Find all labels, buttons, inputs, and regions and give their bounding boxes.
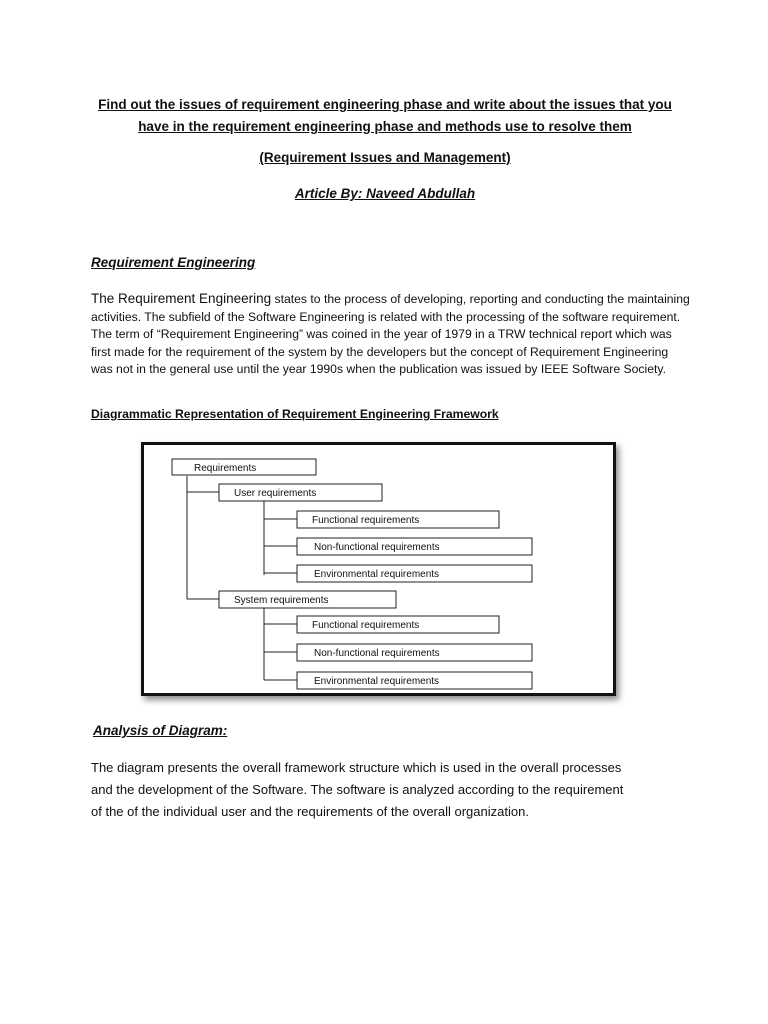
label-system-environmental: Environmental requirements <box>314 676 439 687</box>
label-system-nonfunctional: Non-functional requirements <box>314 648 440 659</box>
title-line-1: Find out the issues of requirement engin… <box>98 97 672 112</box>
box-system-environmental <box>296 671 533 690</box>
analysis-heading: Analysis of Diagram: <box>93 723 228 738</box>
title-line-2: have in the requirement engineering phas… <box>138 119 632 134</box>
box-system-nonfunctional <box>296 643 533 662</box>
diagram-svg: Requirements User requirements Functiona… <box>171 458 533 690</box>
document-subtitle: (Requirement Issues and Management) <box>259 150 511 165</box>
intro-paragraph: The Requirement Engineering states to th… <box>91 290 691 379</box>
label-user-requirements: User requirements <box>234 488 316 499</box>
analysis-line-1: The diagram presents the overall framewo… <box>91 760 622 775</box>
box-user-requirements <box>218 483 383 502</box>
section-heading: Requirement Engineering <box>91 255 256 270</box>
box-user-nonfunctional <box>296 537 533 556</box>
label-system-functional: Functional requirements <box>312 620 419 631</box>
author-line: Article By: Naveed Abdullah <box>294 186 476 201</box>
box-user-functional <box>296 510 500 529</box>
label-requirements: Requirements <box>194 463 256 474</box>
box-system-requirements <box>218 590 397 609</box>
document-title: Find out the issues of requirement engin… <box>60 94 710 138</box>
label-user-environmental: Environmental requirements <box>314 569 439 580</box>
box-system-functional <box>296 615 500 634</box>
requirements-diagram: Requirements User requirements Functiona… <box>141 442 616 696</box>
box-requirements <box>171 458 317 476</box>
intro-lead: The Requirement Engineering <box>91 291 272 306</box>
label-system-requirements: System requirements <box>234 595 328 606</box>
analysis-paragraph: The diagram presents the overall framewo… <box>91 757 691 823</box>
diagram-caption: Diagrammatic Representation of Requireme… <box>91 407 499 421</box>
intro-text: states to the process of developing, rep… <box>91 292 690 376</box>
label-user-functional: Functional requirements <box>312 515 419 526</box>
box-user-environmental <box>296 564 533 583</box>
analysis-line-3: of the of the individual user and the re… <box>91 804 529 819</box>
analysis-line-2: and the development of the Software. The… <box>91 782 624 797</box>
label-user-nonfunctional: Non-functional requirements <box>314 542 440 553</box>
